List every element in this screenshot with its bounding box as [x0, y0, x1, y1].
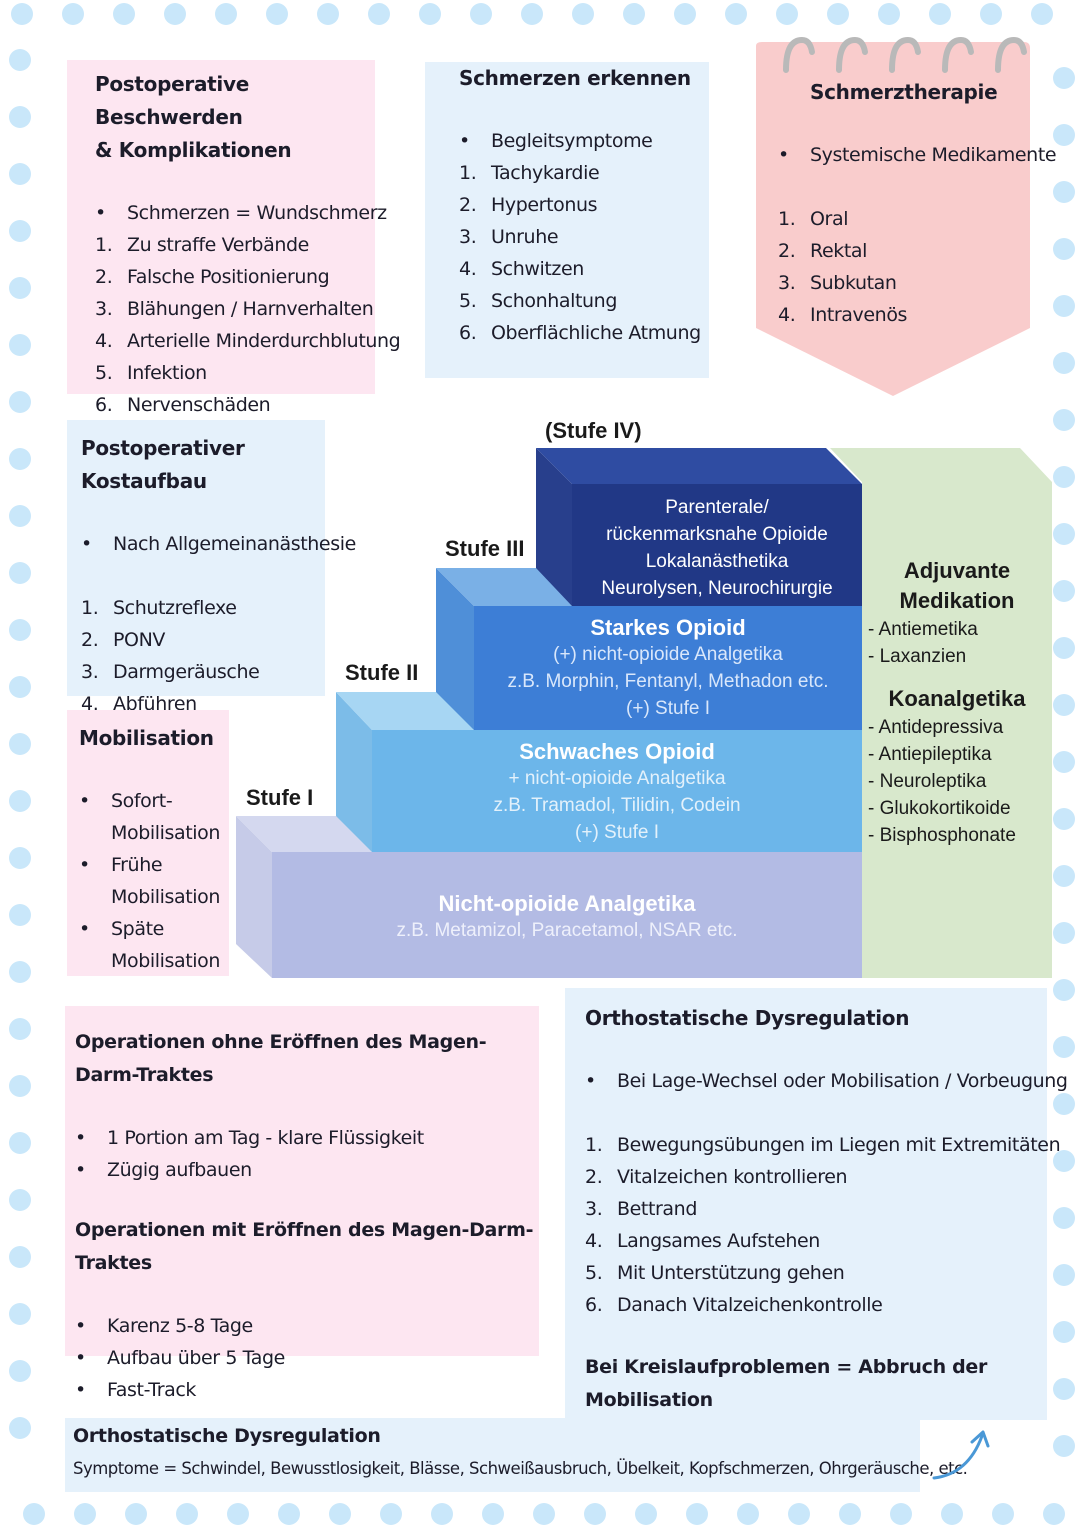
list-item: - Neuroleptika — [868, 771, 987, 792]
list-item: 3.Bettrand — [585, 1198, 697, 1220]
list-item: 1.Oral — [778, 208, 849, 230]
schmerzen-card: Schmerzen erkennen •Begleitsymptome 1.Tac… — [425, 62, 709, 378]
stufe-2-text: Schwaches Opioid + nicht-opioide Analget… — [493, 739, 741, 843]
list-item: •Fast-Track — [75, 1379, 197, 1401]
list-item: Mobilisation — [111, 950, 221, 972]
list-item: 3.Blähungen / Harnverhalten — [95, 298, 374, 320]
list-item: 2.Hypertonus — [459, 194, 598, 216]
list-item: - Antiemetika — [868, 619, 978, 640]
list-item: 3.Subkutan — [778, 272, 897, 294]
operationen-ohne-list: •1 Portion am Tag - klare Flüssigkeit •Zü… — [75, 1122, 539, 1186]
curved-arrow-icon — [932, 1430, 990, 1480]
stufe-1-text: Nicht-opioide Analgetika z.B. Metamizol,… — [396, 891, 738, 941]
beschwerden-title: Postoperative Beschwerden & Komplikation… — [95, 72, 292, 162]
schmerztherapie-bullet: •Systemische Medikamente — [778, 144, 1057, 166]
list-item: - Bisphosphonate — [868, 825, 1016, 846]
kostaufbau-card: Postoperativer Kostaufbau •Nach Allgemei… — [67, 420, 356, 715]
schmerztherapie-content: Schmerztherapie •Systemische Medikamente… — [778, 76, 1057, 331]
list-item: - Antidepressiva — [868, 717, 1004, 738]
orthostatisch-card: Orthostatische Dysregulation •Bei Lage-W… — [565, 988, 1068, 1420]
list-item: 5.Mit Unterstützung gehen — [585, 1262, 845, 1284]
schmerzen-list: •Begleitsymptome 1.Tachykardie 2.Hypertonu… — [459, 125, 709, 349]
orthostatisch-title: Orthostatische Dysregulation — [585, 1006, 910, 1030]
list-item: •Frühe — [79, 854, 163, 876]
list-item: 4.Abführen — [81, 693, 197, 715]
list-item: 4.Arterielle Minderdurchblutung — [95, 330, 401, 352]
list-item: 6.Oberflächliche Atmung — [459, 322, 701, 344]
list-item: •Begleitsymptome — [459, 130, 653, 152]
list-item: 1.Tachykardie — [459, 162, 600, 184]
schmerztherapie-title: Schmerztherapie — [810, 80, 998, 104]
list-item: 6.Danach Vitalzeichenkontrolle — [585, 1294, 883, 1316]
list-item: - Glukokortikoide — [868, 798, 1011, 819]
stufe-3-text: Starkes Opioid (+) nicht-opioide Analget… — [507, 615, 829, 719]
list-item: 4.Langsames Aufstehen — [585, 1230, 820, 1252]
list-item: •Späte — [79, 918, 164, 940]
kostaufbau-title: Postoperativer Kostaufbau — [81, 436, 245, 493]
list-item: •Zügig aufbauen — [75, 1159, 252, 1181]
stufe-3-label: Stufe III — [445, 536, 525, 561]
list-item: 2.Falsche Positionierung — [95, 266, 330, 288]
list-item: •Karenz 5-8 Tage — [75, 1315, 253, 1337]
list-item: 2.Rektal — [778, 240, 868, 262]
adjuvante-medikation: Adjuvante Medikation - Antiemetika- Laxa… — [868, 556, 1046, 849]
list-item: 5.Infektion — [95, 362, 207, 384]
list-item: 3.Unruhe — [459, 226, 559, 248]
kostaufbau-list: 1.Schutzreflexe 2.PONV 3.Darmgeräusche 4.Ab… — [81, 592, 325, 720]
schmerztherapie-list: 1.Oral 2.Rektal 3.Subkutan 4.Intravenös — [778, 203, 1018, 331]
list-item: 2.PONV — [81, 629, 166, 651]
list-item: •Schmerzen = Wundschmerz — [95, 202, 387, 224]
beschwerden-list: •Schmerzen = Wundschmerz 1.Zu straffe Ver… — [95, 197, 401, 421]
mobilisation-title: Mobilisation — [79, 726, 214, 750]
list-item: 6.Nervenschäden — [95, 394, 271, 416]
list-item: 2.Vitalzeichen kontrollieren — [585, 1166, 848, 1188]
symptome-text: Symptome = Schwindel, Bewusstlosigkeit, … — [73, 1459, 968, 1478]
stufe-4-text: Parenterale/ rückenmarksnahe Opioide Lok… — [601, 497, 833, 599]
list-item: Mobilisation — [111, 886, 221, 908]
kostaufbau-bullet: •Nach Allgemeinanästhesie — [81, 533, 356, 555]
schmerzen-title: Schmerzen erkennen — [459, 66, 691, 90]
stufe-2-label: Stufe II — [345, 660, 419, 685]
list-item: •1 Portion am Tag - klare Flüssigkeit — [75, 1127, 424, 1149]
symptome-card: Orthostatische Dysregulation Symptome = … — [65, 1418, 968, 1492]
schmerztherapie-shape — [756, 36, 1030, 396]
operationen-mit-list: •Karenz 5-8 Tage •Aufbau über 5 Tage •Fast… — [75, 1310, 539, 1406]
koanalgetika-title: Koanalgetika — [888, 686, 1026, 711]
list-item: 4.Schwitzen — [459, 258, 584, 280]
list-item: Mobilisation — [111, 822, 221, 844]
list-item: 5.Schonhaltung — [459, 290, 617, 312]
list-item: •Aufbau über 5 Tage — [75, 1347, 285, 1369]
who-stufenschema — [236, 448, 1052, 978]
list-item: 3.Darmgeräusche — [81, 661, 260, 683]
orthostatisch-bullet: •Bei Lage-Wechsel oder Mobilisation / Vo… — [585, 1070, 1068, 1092]
list-item: 1.Schutzreflexe — [81, 597, 237, 619]
list-item: 4.Intravenös — [778, 304, 908, 326]
list-item: - Laxanzien — [868, 646, 967, 667]
list-item: - Antiepileptika — [868, 744, 992, 765]
orthostatisch-list: 1.Bewegungsübungen im Liegen mit Extremi… — [585, 1129, 1061, 1321]
stufe-1-label: Stufe I — [246, 785, 314, 810]
list-item: 1.Zu straffe Verbände — [95, 234, 309, 256]
stufe-4-label: (Stufe IV) — [545, 418, 642, 443]
beschwerden-card: Postoperative Beschwerden & Komplikation… — [67, 60, 401, 416]
list-item: •Sofort- — [79, 790, 173, 812]
orthostatisch-footer: Bei Kreislaufproblemen = Abbruch der Mob… — [585, 1356, 988, 1411]
list-item: 1.Bewegungsübungen im Liegen mit Extremi… — [585, 1134, 1061, 1156]
operationen-ohne-title: Operationen ohne Eröffnen des Magen-Darm… — [75, 1031, 487, 1086]
operationen-card: Operationen ohne Eröffnen des Magen-Darm… — [65, 1006, 539, 1401]
symptome-title: Orthostatische Dysregulation — [73, 1425, 381, 1447]
operationen-mit-title: Operationen mit Eröffnen des Magen-Darm-… — [75, 1219, 534, 1274]
